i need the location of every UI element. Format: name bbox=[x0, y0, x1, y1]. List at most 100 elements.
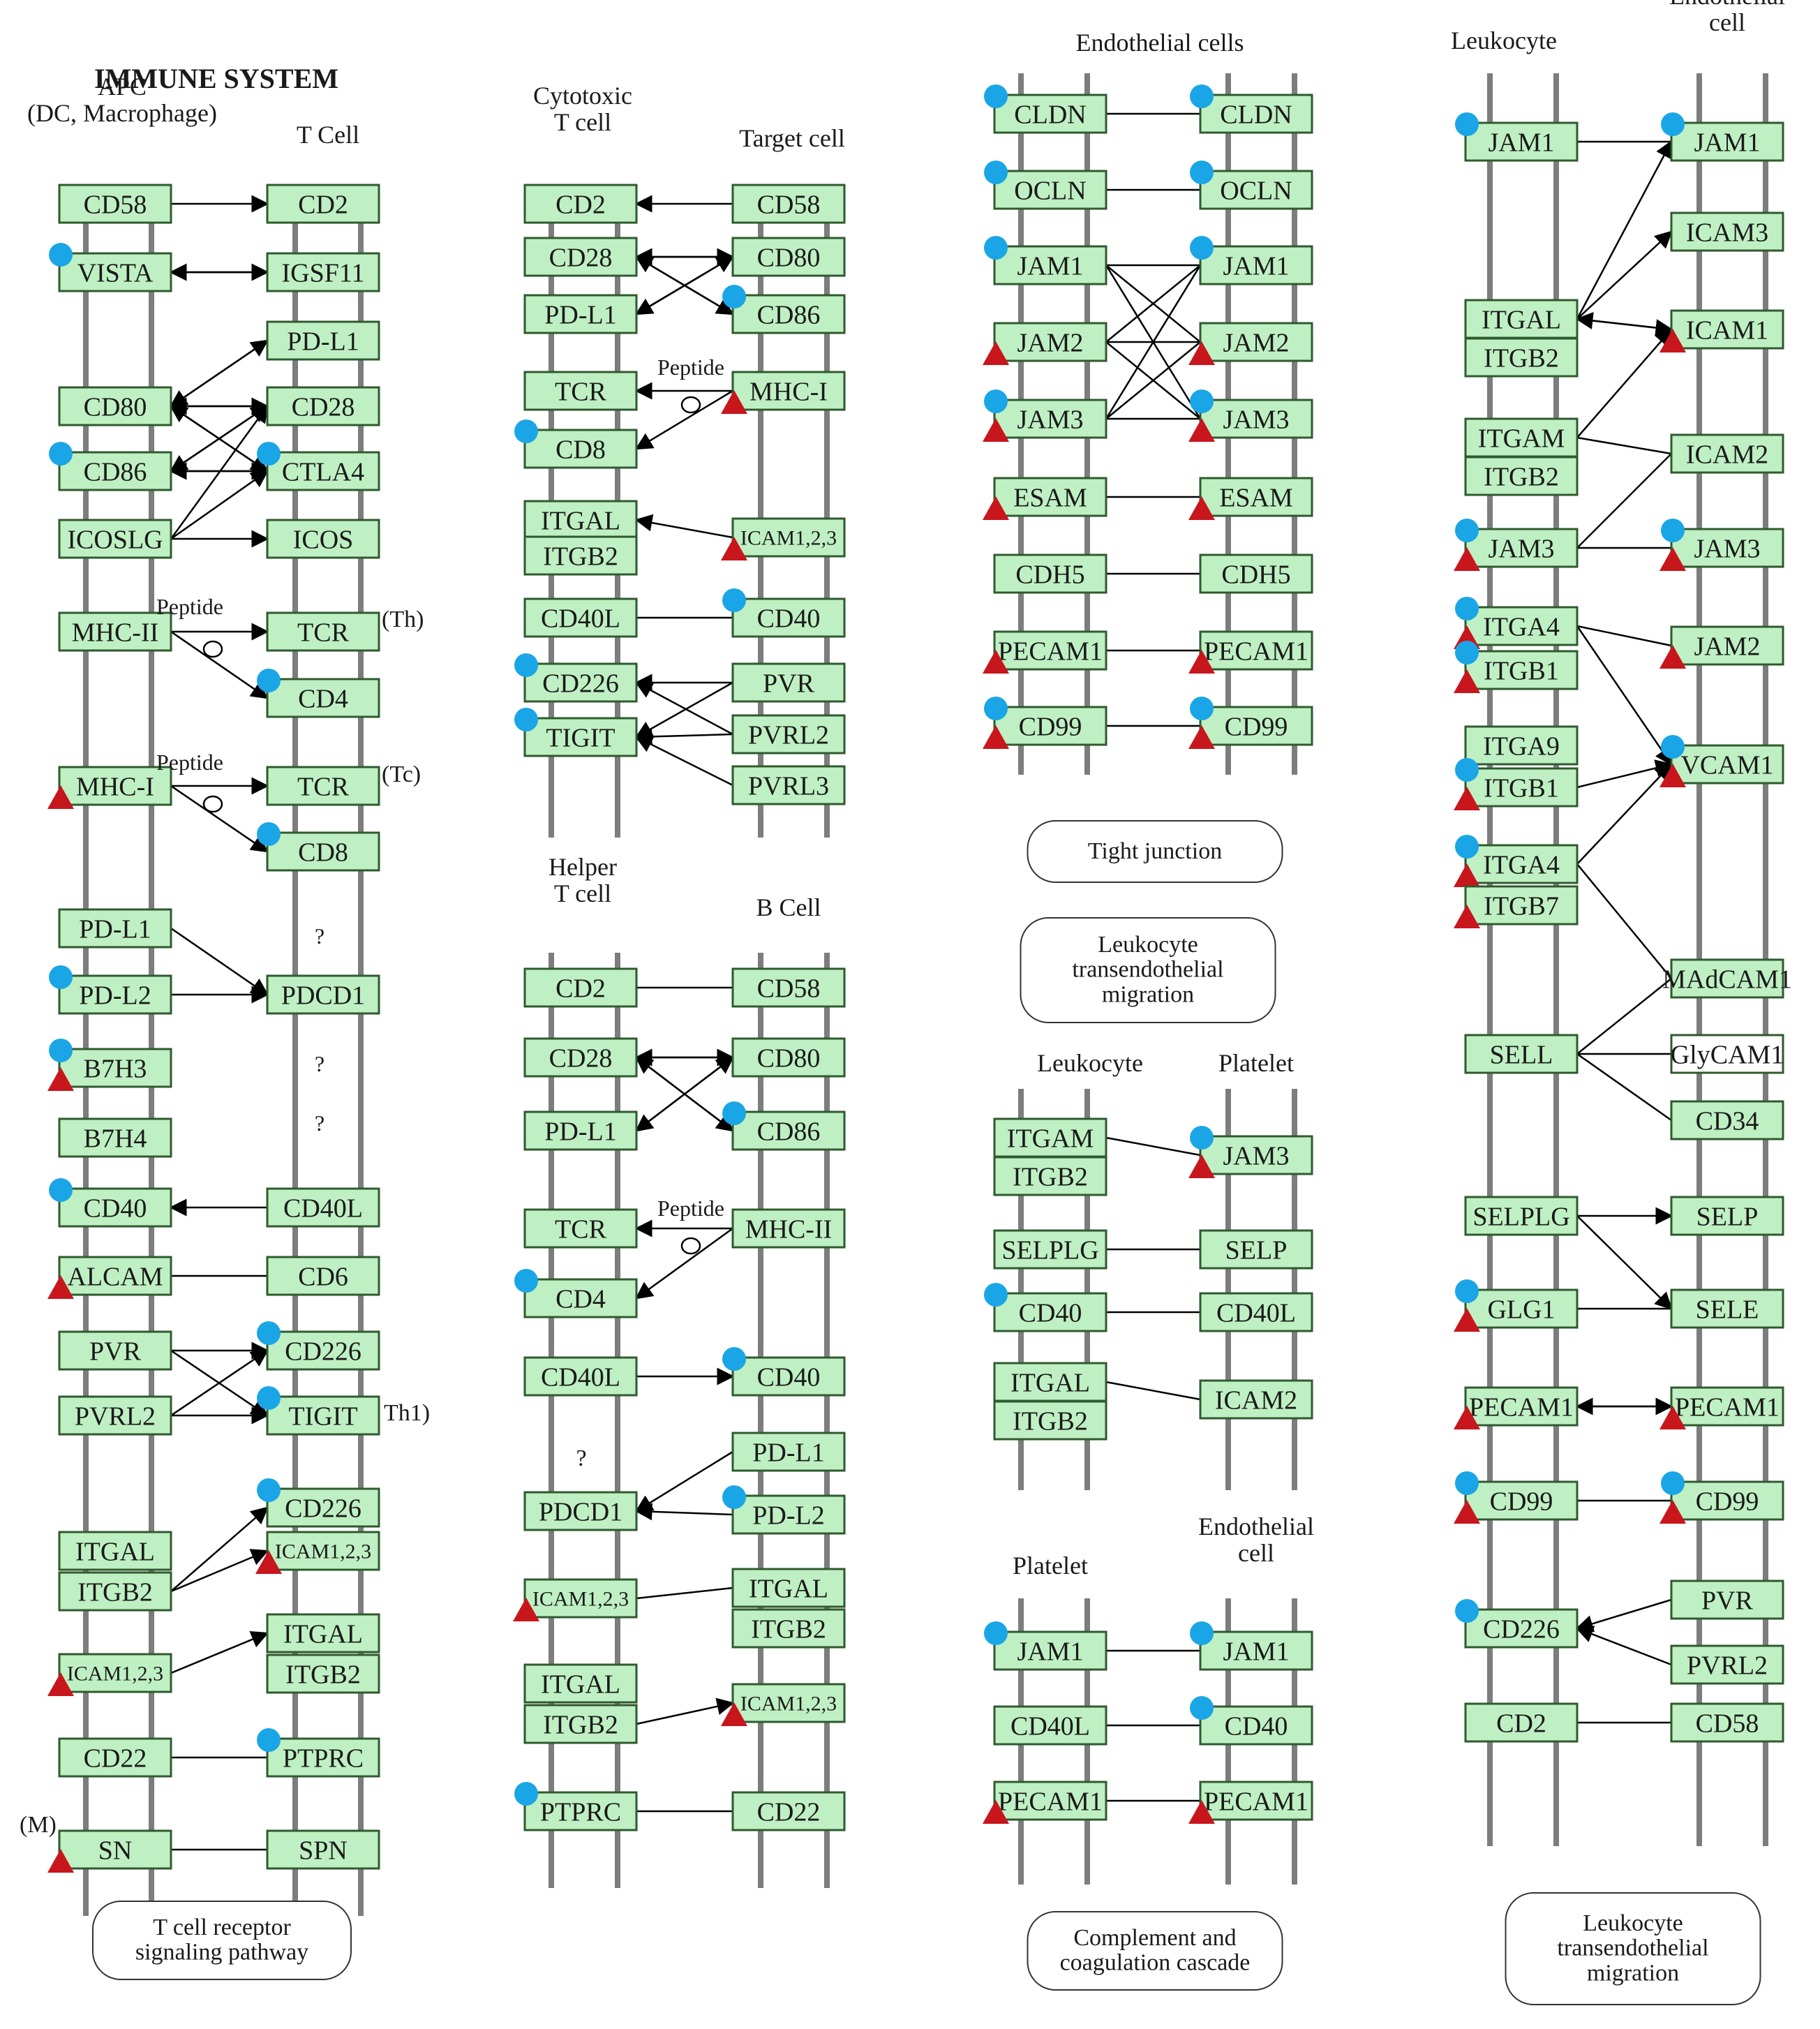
gene-node-igsf11[interactable]: IGSF11 bbox=[266, 252, 380, 292]
pathway-link-box[interactable] bbox=[1020, 917, 1276, 1023]
gene-node-jam2[interactable]: JAM2 bbox=[1188, 322, 1313, 365]
gene-node-itgb1[interactable]: ITGB1 bbox=[1454, 758, 1579, 810]
gene-node-box[interactable] bbox=[1199, 1292, 1313, 1332]
gene-node-cd80[interactable]: CD80 bbox=[731, 237, 846, 277]
gene-node-box[interactable] bbox=[993, 1292, 1107, 1332]
gene-node-box[interactable] bbox=[1464, 1034, 1579, 1074]
gene-node-selp[interactable]: SELP bbox=[1199, 1229, 1313, 1270]
gene-node-itgal[interactable]: ITGAL bbox=[58, 1531, 172, 1571]
gene-node-pecam1[interactable]: PECAM1 bbox=[983, 630, 1107, 674]
gene-node-box[interactable] bbox=[266, 386, 380, 426]
gene-node-pvrl2[interactable]: PVRL2 bbox=[58, 1395, 172, 1436]
gene-node-box[interactable] bbox=[523, 967, 638, 1008]
gene-node-box[interactable] bbox=[731, 1356, 846, 1397]
gene-node-cd86[interactable]: CD86 bbox=[722, 1101, 846, 1151]
gene-node-box[interactable] bbox=[1464, 528, 1579, 568]
gene-node-jam1[interactable]: JAM1 bbox=[1190, 1621, 1313, 1671]
gene-node-pecam1[interactable]: PECAM1 bbox=[1188, 1781, 1313, 1824]
gene-node-b7h4[interactable]: B7H4 bbox=[58, 1117, 172, 1158]
gene-node-box[interactable] bbox=[993, 477, 1107, 517]
gene-node-cd226[interactable]: CD226 bbox=[257, 1321, 380, 1371]
gene-node-cd2[interactable]: CD2 bbox=[1464, 1702, 1579, 1743]
gene-node-itgb2[interactable]: ITGB2 bbox=[993, 1156, 1107, 1196]
gene-node-cd226[interactable]: CD226 bbox=[514, 653, 638, 703]
gene-node-itgal[interactable]: ITGAL bbox=[993, 1362, 1107, 1402]
gene-node-box[interactable] bbox=[1464, 1196, 1579, 1236]
gene-node-box[interactable] bbox=[523, 1278, 638, 1318]
gene-node-cd58[interactable]: CD58 bbox=[58, 184, 172, 224]
gene-node-cd99[interactable]: CD99 bbox=[1454, 1471, 1579, 1524]
gene-node-box[interactable] bbox=[1199, 1705, 1313, 1746]
gene-node-box[interactable] bbox=[993, 1400, 1107, 1441]
gene-node-box[interactable] bbox=[1670, 121, 1784, 162]
gene-node-jam2[interactable]: JAM2 bbox=[983, 322, 1107, 365]
gene-node-pvrl2[interactable]: PVRL2 bbox=[731, 714, 846, 755]
gene-node-box[interactable] bbox=[731, 1608, 846, 1649]
gene-node-box[interactable] bbox=[731, 597, 846, 638]
gene-node-box[interactable] bbox=[1670, 309, 1784, 350]
gene-node-box[interactable] bbox=[1464, 725, 1579, 766]
gene-node-itgam[interactable]: ITGAM bbox=[993, 1117, 1107, 1158]
gene-node-box[interactable] bbox=[1670, 1386, 1784, 1427]
gene-node-itgb2[interactable]: ITGB2 bbox=[58, 1571, 172, 1612]
gene-node-cd40[interactable]: CD40 bbox=[722, 1347, 846, 1397]
gene-node-box[interactable] bbox=[731, 1208, 846, 1249]
gene-node-icam3[interactable]: ICAM3 bbox=[1670, 211, 1784, 252]
gene-node-tigit[interactable]: TIGIT bbox=[257, 1386, 380, 1436]
gene-node-box[interactable] bbox=[266, 611, 380, 652]
gene-node-box[interactable] bbox=[523, 371, 638, 411]
gene-node-box[interactable] bbox=[266, 1487, 380, 1528]
gene-node-cd40l[interactable]: CD40L bbox=[1199, 1292, 1313, 1332]
gene-node-itgal[interactable]: ITGAL bbox=[523, 500, 638, 540]
gene-node-glg1[interactable]: GLG1 bbox=[1454, 1279, 1579, 1332]
gene-node-box[interactable] bbox=[523, 1037, 638, 1078]
gene-node-box[interactable] bbox=[266, 1829, 380, 1870]
gene-node-itga9[interactable]: ITGA9 bbox=[1464, 725, 1579, 766]
gene-node-pd-l2[interactable]: PD-L2 bbox=[722, 1485, 846, 1535]
gene-node-cd34[interactable]: CD34 bbox=[1670, 1100, 1784, 1140]
gene-node-box[interactable] bbox=[731, 662, 846, 703]
gene-node-box[interactable] bbox=[523, 717, 638, 757]
gene-node-box[interactable] bbox=[731, 1568, 846, 1608]
gene-node-box[interactable] bbox=[58, 1395, 172, 1436]
gene-node-pd-l1[interactable]: PD-L1 bbox=[731, 1432, 846, 1472]
gene-node-cd8[interactable]: CD8 bbox=[514, 419, 638, 469]
gene-node-box[interactable] bbox=[58, 519, 172, 559]
gene-node-box[interactable] bbox=[1670, 1034, 1784, 1074]
gene-node-cldn[interactable]: CLDN bbox=[984, 84, 1107, 134]
gene-node-jam3[interactable]: JAM3 bbox=[983, 389, 1107, 442]
gene-node-box[interactable] bbox=[993, 1630, 1107, 1671]
gene-node-box[interactable] bbox=[523, 1491, 638, 1531]
gene-node-box[interactable] bbox=[266, 519, 380, 559]
pathway-link-box[interactable] bbox=[1027, 1911, 1283, 1991]
gene-node-box[interactable] bbox=[993, 706, 1107, 746]
gene-node-b7h3[interactable]: B7H3 bbox=[47, 1039, 172, 1091]
gene-node-box[interactable] bbox=[58, 1048, 172, 1088]
gene-node-cd6[interactable]: CD6 bbox=[266, 1256, 380, 1296]
gene-node-cd2[interactable]: CD2 bbox=[523, 967, 638, 1008]
gene-node-box[interactable] bbox=[523, 1704, 638, 1744]
gene-node-tcr[interactable]: TCR bbox=[523, 1208, 638, 1249]
gene-node-box[interactable] bbox=[266, 1737, 380, 1778]
gene-node-box[interactable] bbox=[1670, 1196, 1784, 1236]
gene-node-itgb1[interactable]: ITGB1 bbox=[1454, 641, 1579, 693]
gene-node-box[interactable] bbox=[1464, 1288, 1579, 1329]
gene-node-mhc-ii[interactable]: MHC-II bbox=[731, 1208, 846, 1249]
gene-node-esam[interactable]: ESAM bbox=[983, 477, 1107, 520]
gene-node-cd22[interactable]: CD22 bbox=[731, 1791, 846, 1831]
gene-node-cd80[interactable]: CD80 bbox=[58, 386, 172, 426]
gene-node-cd40l[interactable]: CD40L bbox=[266, 1187, 380, 1228]
gene-node-jam1[interactable]: JAM1 bbox=[1190, 236, 1313, 285]
gene-node-box[interactable] bbox=[523, 1663, 638, 1704]
gene-node-spn[interactable]: SPN bbox=[266, 1829, 380, 1870]
gene-node-pd-l1[interactable]: PD-L1 bbox=[58, 908, 172, 949]
gene-node-box[interactable] bbox=[266, 1613, 380, 1653]
gene-node-box[interactable] bbox=[1464, 1386, 1579, 1427]
gene-node-box[interactable] bbox=[58, 1256, 172, 1296]
gene-node-cd40l[interactable]: CD40L bbox=[523, 1356, 638, 1397]
gene-node-pvr[interactable]: PVR bbox=[58, 1330, 172, 1371]
gene-node-glycam1[interactable]: GlyCAM1 bbox=[1670, 1034, 1784, 1074]
gene-node-box[interactable] bbox=[993, 399, 1107, 439]
gene-node-itgb2[interactable]: ITGB2 bbox=[523, 1704, 638, 1744]
gene-node-box[interactable] bbox=[1670, 433, 1784, 474]
